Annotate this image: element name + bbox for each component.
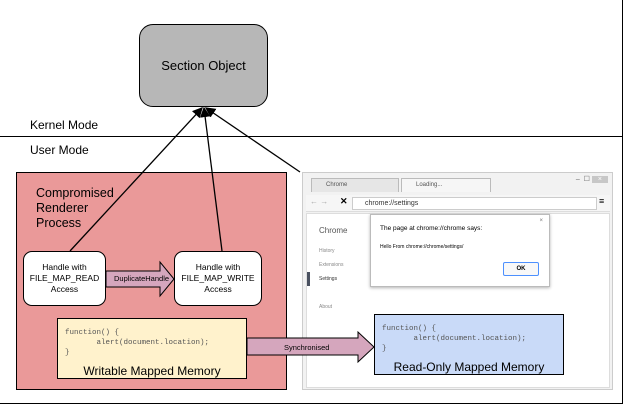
handle-text: Handle with [195,262,241,272]
sidebar-item: Settings [319,276,338,282]
writable-memory-box: function() { alert(document.location); }… [57,318,247,379]
menu-icon: ≡ [599,196,605,206]
sidebar-title: Chrome [319,226,348,235]
handle-text: FILE_MAP_READ [29,273,100,283]
handle-write-box: Handle with FILE_MAP_WRITE Access [174,251,262,306]
readonly-memory-title: Read-Only Mapped Memory [393,360,545,374]
handle-text: Access [50,284,79,294]
arrow-browser-to-section [204,107,301,173]
dialog-message: Hello From chrome://chrome/settings/ [380,244,464,250]
user-mode-label: User Mode [30,143,89,157]
readonly-memory-box: function() { alert(document.location); }… [374,314,564,375]
selected-indicator [307,272,310,286]
tab-label: Chrome [326,182,348,188]
code-snippet: function() { alert(document.location); } [382,325,527,353]
title-line: Compromised [36,186,114,200]
kernel-user-divider [0,136,623,137]
handle-text: Access [204,284,232,294]
title-line: Process [36,216,82,230]
tab-chrome: Chrome [311,178,399,192]
ok-button: OK [503,262,539,276]
stop-icon: ✕ [340,196,348,206]
sidebar-item: Extensions [319,262,344,268]
url-bar: chrome://settings [352,197,597,210]
synchronised-label: Synchronised [284,343,330,352]
dialog-close-icon: × [539,218,543,224]
maximize-icon: ☐ [583,176,592,183]
duplicate-handle-label: DuplicateHandle [114,274,170,283]
alert-dialog: The page at chrome://chrome says: Hello … [370,214,550,287]
arrow-read-to-section [69,107,203,252]
close-window-icon: × [591,176,608,183]
duplicate-handle-arrow [105,260,175,298]
minimize-icon: – [575,176,584,183]
dialog-title: The page at chrome://chrome says: [380,225,483,232]
section-object-box: Section Object [139,24,268,107]
kernel-mode-label: Kernel Mode [30,118,99,132]
window-controls: – ☐ × [576,175,608,183]
renderer-title: Compromised Renderer Process [36,186,114,231]
title-line: Renderer [36,201,89,215]
tab-label: Loading... [416,182,443,188]
sidebar-item: History [319,248,335,254]
sidebar-item: About [319,304,333,310]
browser-toolbar: ← → ✕ chrome://settings ≡ [306,195,610,212]
back-forward-icons: ← → [310,197,329,206]
code-snippet: function() { alert(document.location); } [65,329,210,357]
handle-text: FILE_MAP_WRITE [181,273,255,283]
handle-text: Handle with [42,262,87,272]
arrow-write-to-section [199,106,223,252]
tab-loading: Loading... [401,178,491,192]
writable-memory-title: Writable Mapped Memory [83,364,221,378]
handle-read-box: Handle with FILE_MAP_READ Access [23,251,106,306]
synchronised-arrow [246,330,375,364]
